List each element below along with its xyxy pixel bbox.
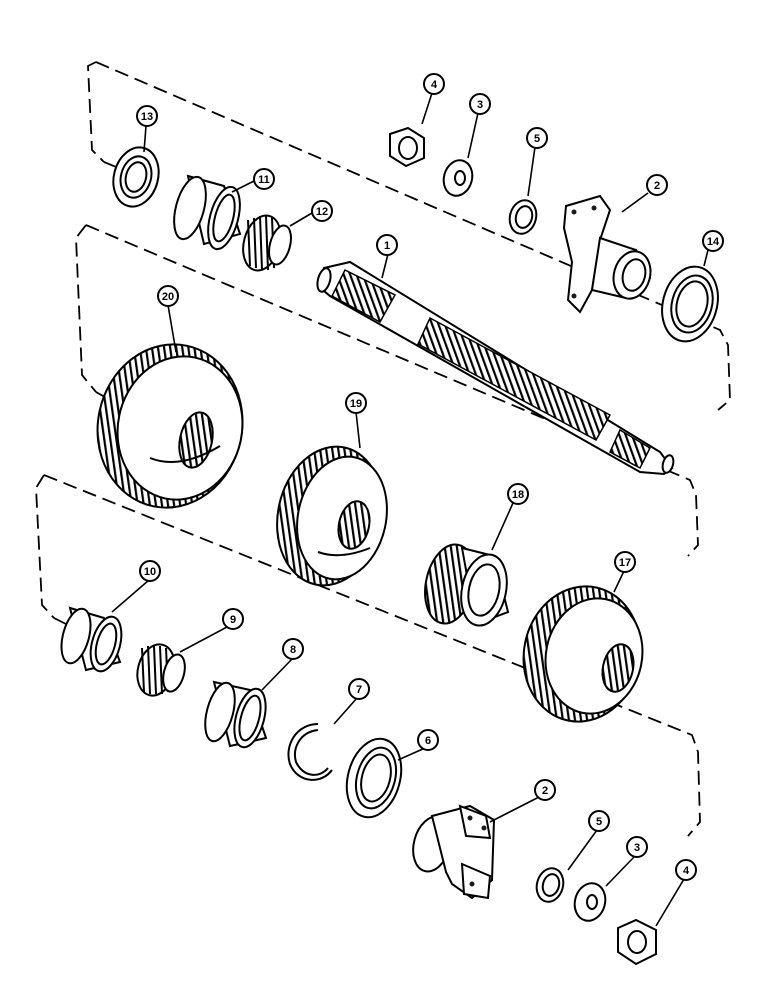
callout-13: 13	[136, 105, 158, 127]
callout-3-top: 3	[469, 93, 491, 115]
callout-3-bottom: 3	[626, 836, 648, 858]
callout-5-top-label: 5	[534, 133, 540, 145]
callout-10-label: 10	[144, 566, 156, 578]
callout-5-top: 5	[526, 127, 548, 149]
part-6-seal	[345, 737, 403, 819]
part-3-washer-bottom	[573, 882, 607, 922]
part-20-gear	[96, 343, 244, 509]
callout-18-label: 18	[512, 489, 524, 501]
callouts: 13 11 12 4 3 5 2 14 1 20 19 18 17 10 9 8…	[136, 73, 724, 881]
part-2-yoke-top	[562, 194, 652, 314]
callout-14: 14	[702, 230, 724, 252]
part-5-washer-top	[508, 199, 538, 235]
callout-12: 12	[311, 200, 333, 222]
callout-4-bottom-label: 4	[683, 865, 690, 877]
callout-10: 10	[139, 560, 161, 582]
part-7-snap-ring	[287, 723, 333, 781]
part-10-bearing-cup	[60, 606, 123, 673]
callout-11-label: 11	[258, 174, 270, 186]
callout-8: 8	[282, 638, 304, 660]
callout-7: 7	[348, 678, 370, 700]
callout-8-label: 8	[290, 644, 296, 656]
part-19-gear	[276, 445, 388, 587]
callout-4-bottom: 4	[675, 859, 697, 881]
callout-9: 9	[222, 608, 244, 630]
callout-20-label: 20	[162, 291, 174, 303]
part-18-gear-hub	[424, 543, 510, 627]
callout-11: 11	[253, 168, 275, 190]
callout-7-label: 7	[356, 684, 362, 696]
part-1-shaft	[316, 260, 675, 476]
part-3-washer-top	[442, 159, 474, 197]
callout-2-bottom-label: 2	[542, 785, 548, 797]
callout-2-top-label: 2	[654, 180, 660, 192]
callout-2-bottom: 2	[534, 779, 556, 801]
callout-17: 17	[614, 551, 636, 573]
callout-3-bottom-label: 3	[634, 842, 640, 854]
part-9-cone-bearing	[136, 643, 186, 697]
callout-6-label: 6	[425, 735, 431, 747]
callout-5-bottom: 5	[588, 810, 610, 832]
part-8-cup	[204, 680, 268, 749]
part-5-washer-bottom	[535, 867, 565, 903]
callout-9-label: 9	[230, 614, 236, 626]
part-12-cone-bearing	[242, 214, 292, 272]
callout-2-top: 2	[646, 174, 668, 196]
callout-4-top: 4	[423, 73, 445, 95]
part-4-nut-bottom	[617, 918, 657, 966]
part-13-seal	[112, 146, 160, 208]
callout-19-label: 19	[350, 398, 362, 410]
callout-19: 19	[345, 392, 367, 414]
part-17-gear	[522, 585, 644, 723]
callout-17-label: 17	[619, 557, 631, 569]
callout-3-top-label: 3	[477, 99, 483, 111]
callout-13-label: 13	[141, 111, 153, 123]
callout-6: 6	[417, 729, 439, 751]
callout-4-top-label: 4	[431, 79, 438, 91]
part-4-nut-top	[389, 126, 425, 168]
part-14-seal	[661, 265, 719, 343]
callout-5-bottom-label: 5	[596, 816, 602, 828]
part-11-bearing-cup	[173, 174, 242, 251]
callout-14-label: 14	[707, 236, 720, 248]
callout-18: 18	[507, 483, 529, 505]
part-2-yoke-bottom	[412, 804, 496, 900]
leader-lines	[111, 92, 709, 927]
callout-12-label: 12	[316, 206, 328, 218]
callout-1-label: 1	[384, 240, 390, 252]
callout-1: 1	[376, 234, 398, 256]
callout-20: 20	[157, 285, 179, 307]
